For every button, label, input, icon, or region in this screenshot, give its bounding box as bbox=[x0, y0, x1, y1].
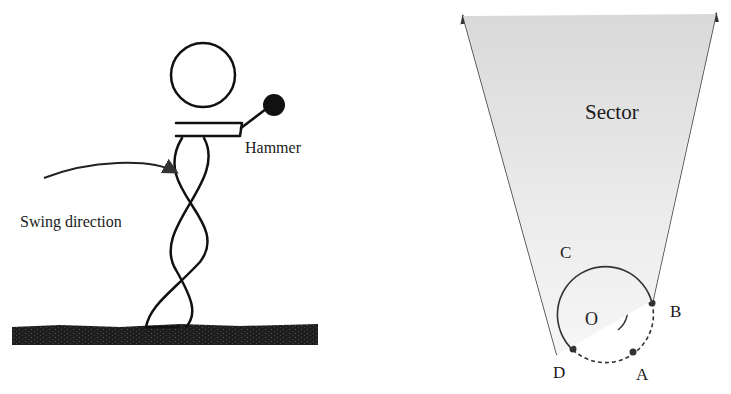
throwing-circle-text: O bbox=[585, 310, 598, 328]
point-label: D bbox=[553, 364, 565, 381]
hammer-ball bbox=[263, 94, 285, 116]
point-label: A bbox=[636, 366, 648, 383]
sector-region-text: Sector bbox=[585, 102, 639, 123]
ground bbox=[12, 324, 318, 345]
hammer-label: Hammer bbox=[245, 140, 301, 156]
throwing-circle: O bbox=[557, 267, 653, 363]
swing-label: Swing direction bbox=[20, 214, 122, 230]
point-label: C bbox=[560, 244, 571, 261]
athlete-figure bbox=[146, 43, 266, 327]
point-label: B bbox=[670, 303, 681, 320]
swing-arrow bbox=[44, 163, 176, 178]
throwing-circle-outline bbox=[557, 267, 653, 363]
